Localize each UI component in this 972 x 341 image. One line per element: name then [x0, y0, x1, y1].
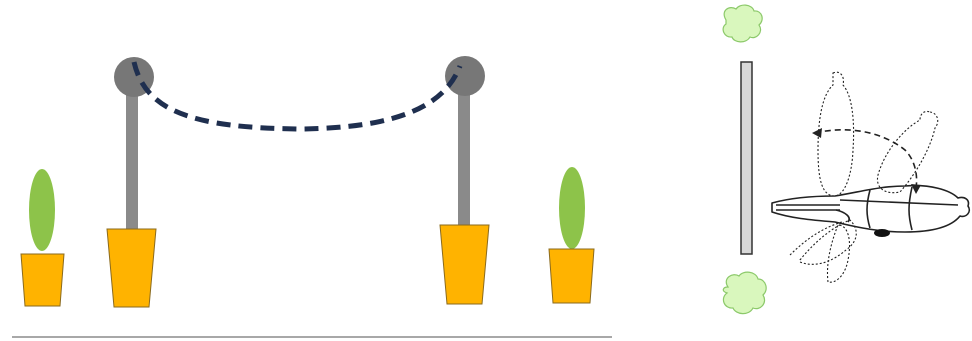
animal-dotted-head-positions — [790, 72, 938, 282]
animal-neck-lines — [867, 187, 912, 230]
dotted-head-upper — [818, 72, 854, 196]
right-pole — [458, 78, 470, 230]
left-plant — [29, 169, 55, 251]
right-plant — [559, 167, 585, 249]
animal-top-view — [723, 5, 969, 314]
right-pulley — [445, 56, 485, 96]
animal-dark-spot — [874, 229, 890, 237]
vertical-bar — [741, 62, 752, 254]
animal-body — [772, 186, 969, 232]
dashed-cable — [134, 62, 460, 129]
right-pole-pot — [440, 225, 489, 304]
rotation-arrow — [812, 128, 921, 194]
top-shrub — [723, 5, 762, 42]
dotted-head-lower — [800, 220, 856, 264]
rotation-arc — [815, 130, 917, 188]
rotation-arrowhead-top — [812, 128, 822, 138]
left-small-pot — [21, 254, 64, 306]
dotted-head-middle — [877, 111, 937, 192]
left-pole — [126, 82, 138, 234]
setup-side-view — [12, 56, 612, 337]
rotation-arrowhead-bottom — [911, 184, 921, 194]
left-plant-pot — [21, 169, 64, 306]
animal-outline — [772, 186, 969, 237]
right-pole-assembly — [440, 56, 489, 304]
left-pole-pot — [107, 229, 156, 307]
dotted-head-lower-3 — [790, 222, 842, 255]
animal-ear-left — [836, 210, 849, 222]
right-small-pot — [549, 249, 594, 303]
right-plant-pot — [549, 167, 594, 303]
dotted-head-lower-2 — [827, 225, 849, 282]
bottom-shrub — [723, 272, 766, 313]
